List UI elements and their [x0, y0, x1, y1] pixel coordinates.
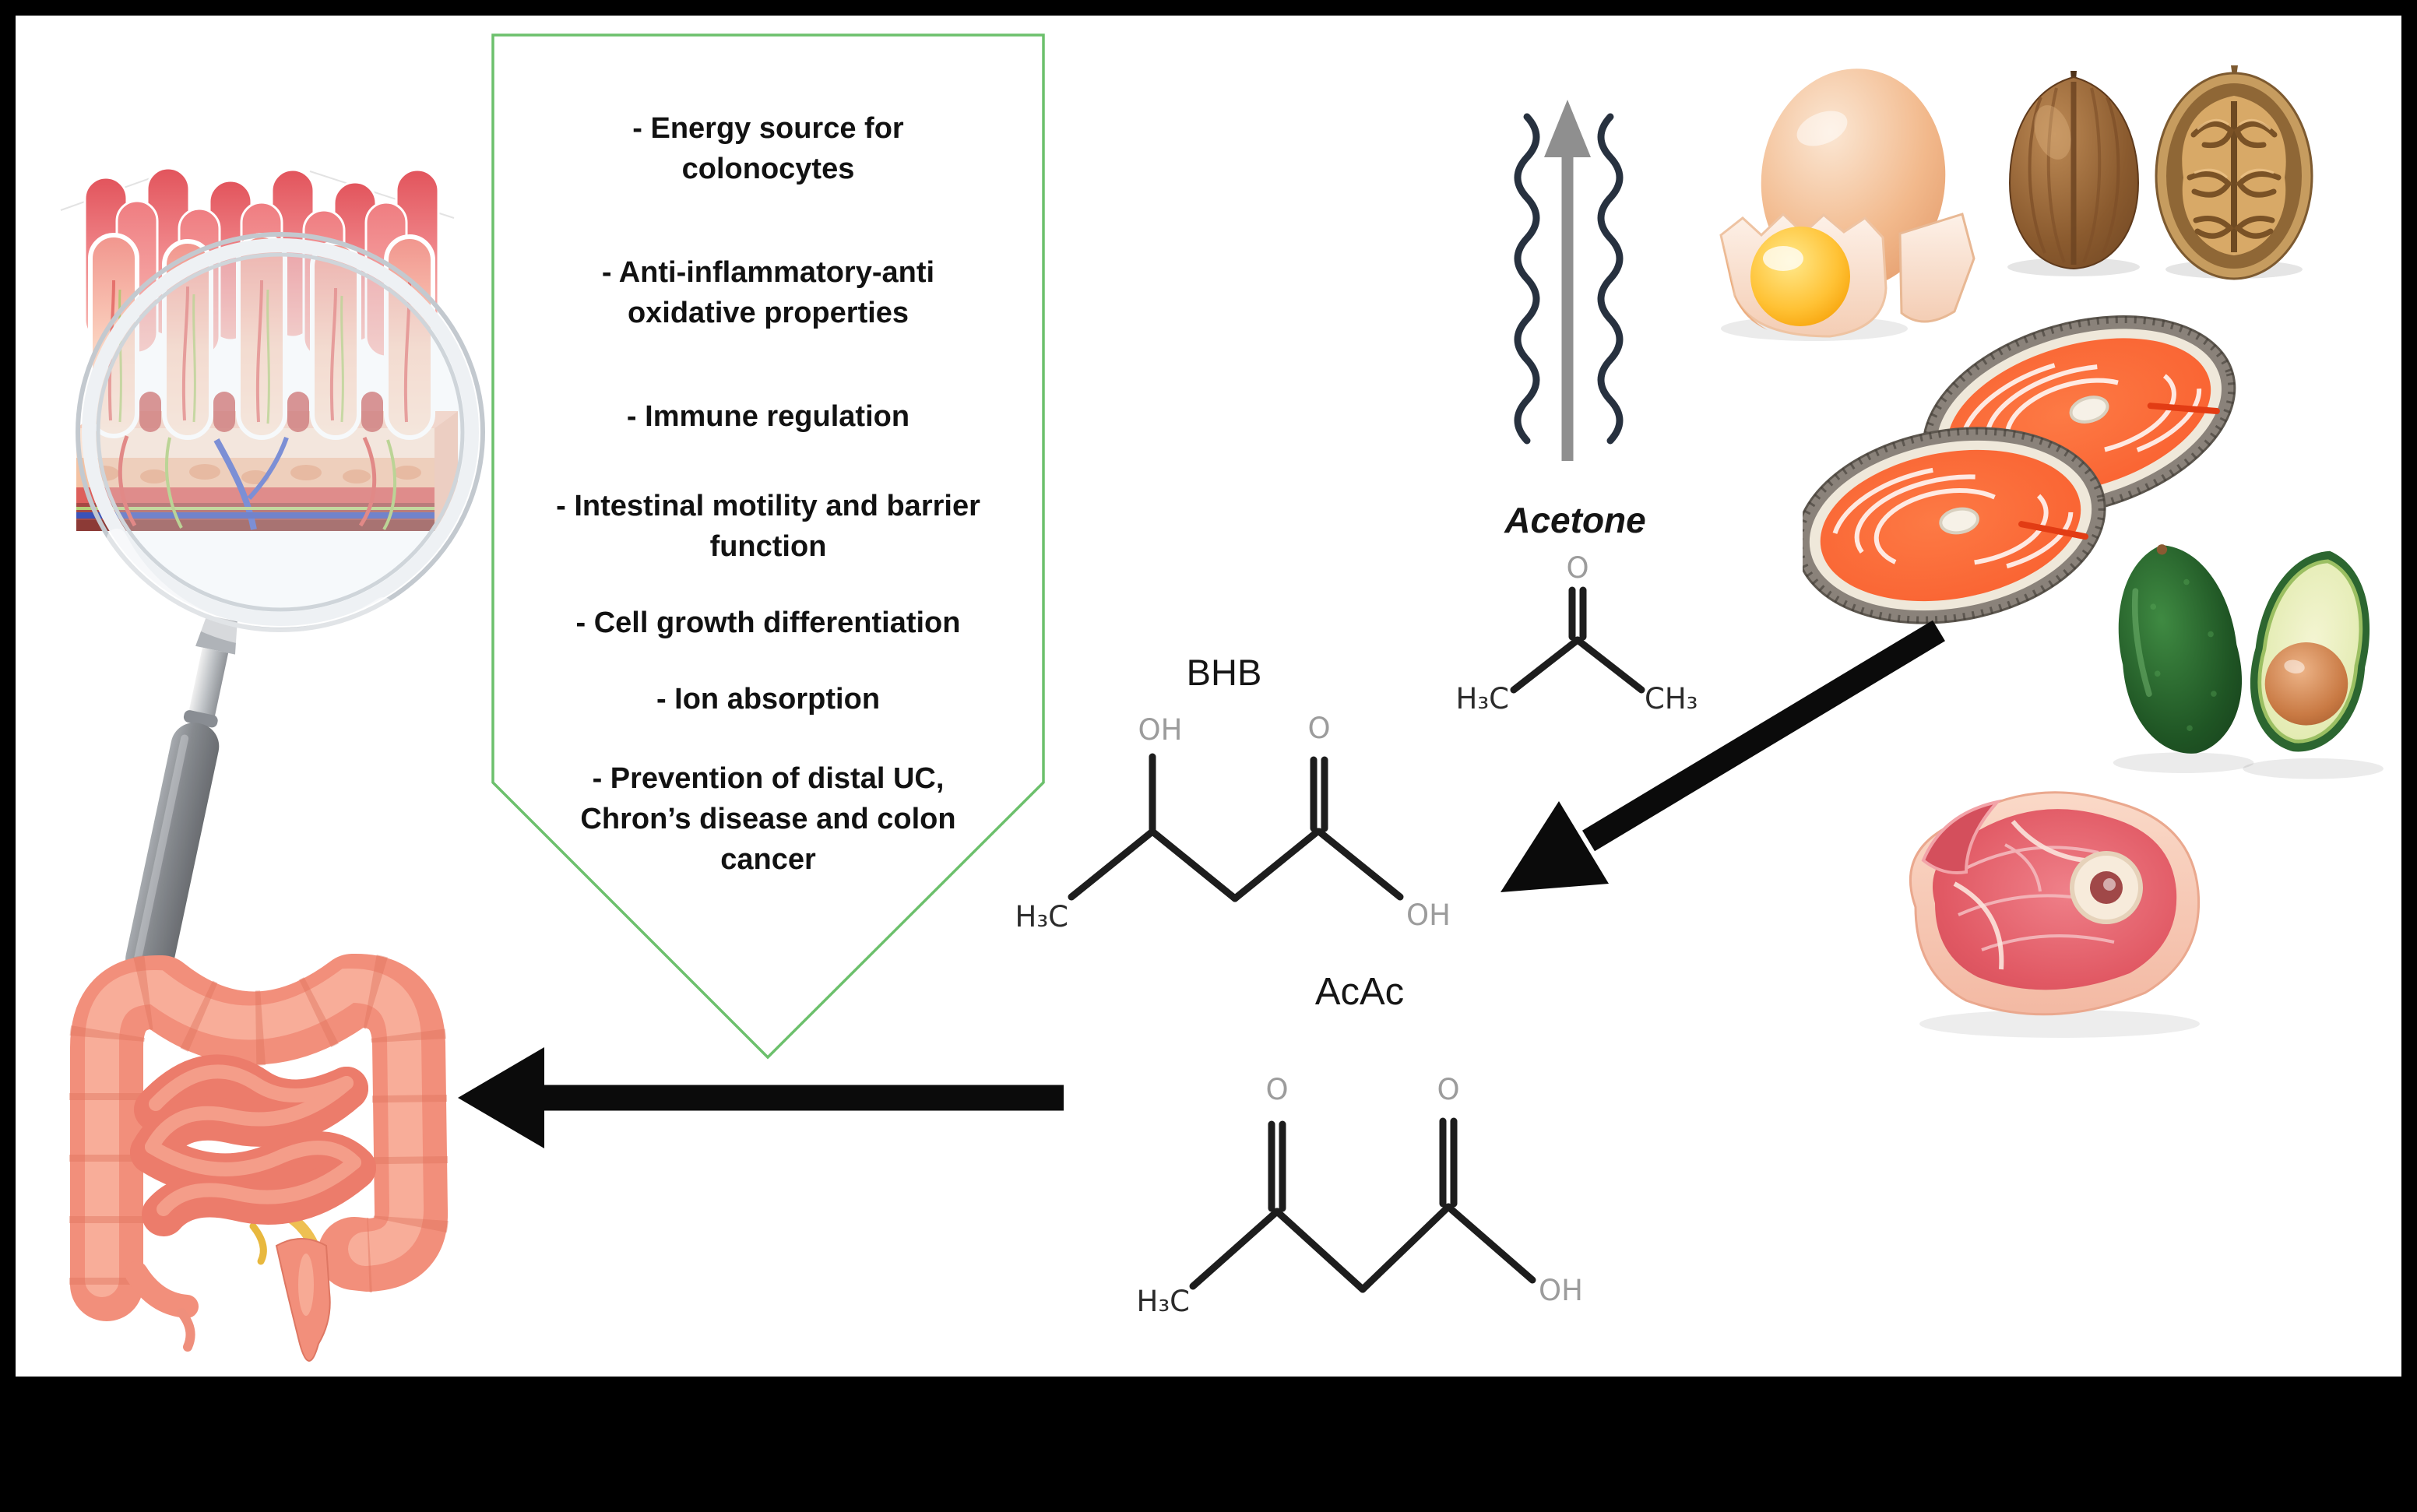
- bhb-carbonyl-o-label: O: [1307, 712, 1331, 745]
- crypts: [139, 392, 383, 432]
- bhb-hydroxyl-right-label: OH: [1406, 898, 1451, 932]
- acac-structure-bonds: [1189, 1117, 1536, 1293]
- avocado-whole: [2118, 544, 2243, 754]
- acac-label: AcAc: [1314, 971, 1405, 1013]
- cecum: [125, 1261, 199, 1318]
- salmon-steaks-image: [1803, 315, 2236, 624]
- benefit-item: - Ion absorption: [656, 683, 881, 716]
- benefit-item: - Cell growth differentiation: [575, 607, 961, 639]
- salmon-steak-lower: [1803, 427, 2106, 624]
- vapor-waves-icon: [1514, 113, 1624, 445]
- arrow-foods-to-ketones: [1501, 620, 1945, 892]
- acac-methyl-label: H₃C: [1136, 1285, 1191, 1318]
- avocado-half: [2250, 550, 2370, 752]
- magnifying-glass: [76, 232, 485, 992]
- benefit-item: - Prevention of distal UC,: [592, 762, 945, 795]
- acetone-carbonyl-o-label: O: [1566, 551, 1589, 585]
- acac-hydroxyl-label: OH: [1539, 1274, 1583, 1307]
- benefit-item: Chron’s disease and colon: [580, 803, 956, 835]
- bhb-structure-bonds: [1068, 753, 1404, 902]
- bhb-label: BHB: [1186, 652, 1262, 693]
- ham-steak-image: [1909, 791, 2201, 1038]
- benefit-item: - Anti-inflammatory-anti: [601, 256, 935, 289]
- acetone-methyl-left-label: H₃C: [1455, 682, 1510, 716]
- benefit-item: - Energy source for: [632, 112, 904, 145]
- bhb-methyl-label: H₃C: [1015, 900, 1069, 934]
- benefit-item: oxidative properties: [627, 297, 909, 329]
- egg-shell-fragment: [1898, 213, 1975, 323]
- walnut-half-image: [2155, 65, 2313, 280]
- ham-flap: [1921, 799, 2002, 874]
- large-intestine-illustration: [69, 953, 449, 1362]
- benefits-callout-shape: [491, 33, 1045, 1060]
- muscularis-band: [76, 487, 434, 503]
- acetone-structure-bonds: [1510, 586, 1645, 694]
- magnifier-lens: [76, 232, 485, 649]
- benefit-item: - Intestinal motility and barrier: [556, 490, 980, 522]
- avocado-image: [2113, 544, 2384, 779]
- benefit-item: - Immune regulation: [626, 400, 910, 433]
- cracked-egg-image: [1719, 69, 1975, 341]
- appendix: [177, 1308, 195, 1352]
- acac-carbonyl-o-left-label: O: [1265, 1073, 1289, 1106]
- small-intestine: [130, 1054, 376, 1236]
- benefit-item: function: [709, 530, 827, 563]
- walnut-shell-image: [2007, 71, 2140, 276]
- bhb-hydroxyl-left-label: OH: [1138, 713, 1183, 747]
- acetone-methyl-right-label: CH₃: [1645, 682, 1698, 716]
- acac-carbonyl-o-right-label: O: [1437, 1073, 1460, 1106]
- acetone-label: Acetone: [1504, 500, 1646, 540]
- exhale-up-arrow-icon: [1544, 100, 1591, 461]
- benefit-item: colonocytes: [681, 153, 855, 185]
- arrow-ketones-to-colon: [458, 1047, 1064, 1148]
- blood-vessels: [76, 435, 434, 531]
- benefit-item: cancer: [720, 843, 816, 876]
